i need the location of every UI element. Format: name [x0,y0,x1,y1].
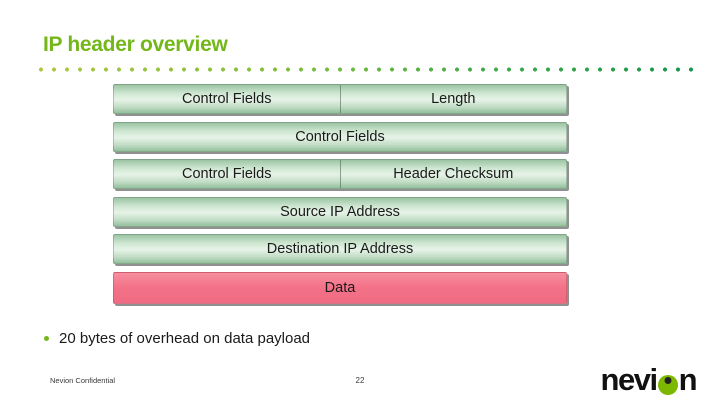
header-row-4: Source IP Address [113,196,567,227]
field-box-control-fields-2: Control Fields [295,128,385,145]
header-row-3: Control Fields Header Checksum [113,159,567,189]
field-box-control-fields-1: Control Fields [182,91,272,107]
logo-text-after: n [678,362,698,397]
page-number: 22 [355,376,365,385]
logo-o-icon [657,375,678,395]
bullet-text: 20 bytes of overhead on data payload [59,330,311,347]
field-box-source-ip-address: Source IP Address [280,203,400,220]
field-box-destination-ip-address: Destination IP Address [266,241,414,257]
field-box-length: Length [339,85,567,113]
header-row-5: Destination IP Address [113,234,567,264]
footer-confidential-text: Nevion Confidential [50,376,116,385]
header-row-2: Control Fields [113,121,567,152]
header-row-1: Control Fields Length [113,84,567,114]
field-box-control-fields-3: Control Fields [182,166,272,182]
data-row: Data [113,271,567,304]
bullet-line: 20 bytes of overhead on data payload [44,330,310,347]
bullet-icon [44,336,49,341]
nevion-logo: nevi n [600,362,698,397]
ip-header-diagram: Control Fields Length Control Fields Con… [113,84,567,311]
field-box-data: Data [324,279,356,296]
field-box-header-checksum: Header Checksum [339,160,567,188]
logo-text-before: nevi [600,362,659,397]
page-title: IP header overview [43,33,228,56]
dotted-divider [35,67,700,72]
